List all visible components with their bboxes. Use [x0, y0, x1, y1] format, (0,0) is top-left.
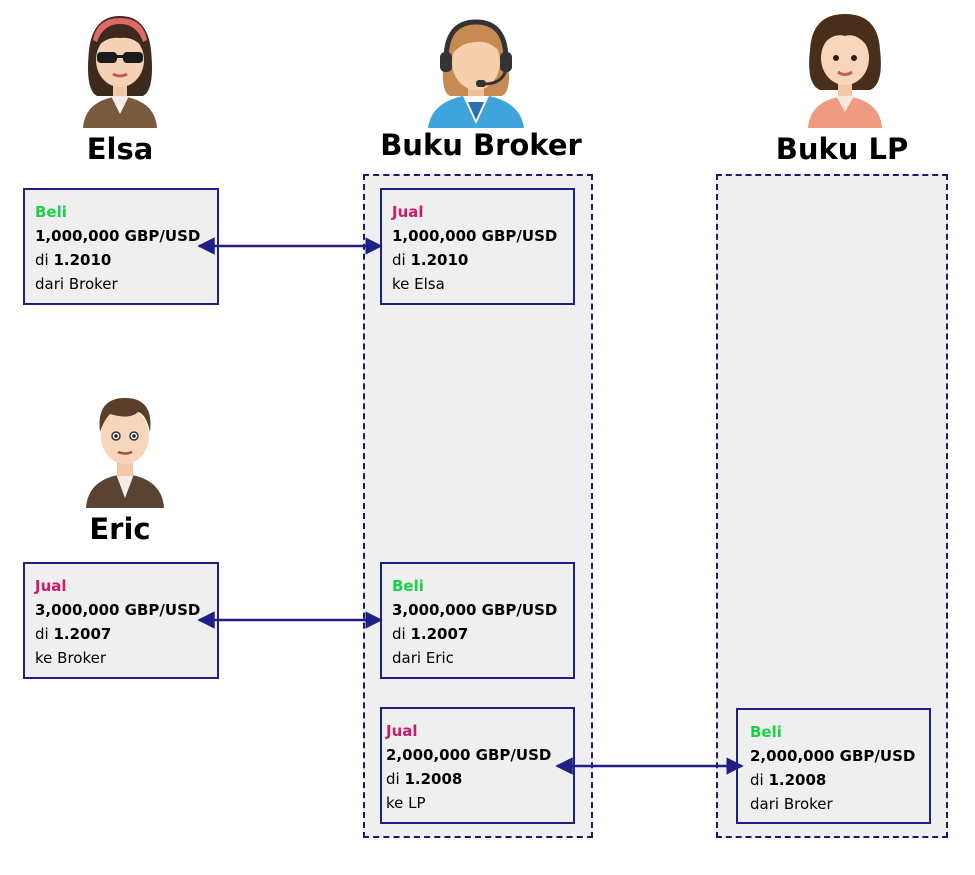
trade-rate: 1.2008: [768, 771, 827, 789]
trade-action: Jual: [386, 722, 418, 740]
trade-action: Beli: [392, 577, 424, 595]
rate-prefix: di: [35, 251, 49, 269]
elsa-name: Elsa: [86, 132, 154, 166]
elsa-trade-card: Beli 1,000,000 GBP/USD di 1.2010 dari Br…: [23, 188, 219, 305]
trade-amount: 2,000,000 GBP/USD: [750, 747, 916, 765]
lp-book-title: Buku LP: [775, 132, 909, 166]
eric-name: Eric: [89, 512, 151, 546]
trade-party: ke Elsa: [392, 275, 445, 293]
trade-party: dari Eric: [392, 649, 454, 667]
broker-elsa-card: Jual 1,000,000 GBP/USD di 1.2010 ke Elsa: [380, 188, 575, 305]
trade-party: ke Broker: [35, 649, 107, 667]
trade-action: Jual: [392, 203, 424, 221]
eric-trade-card: Jual 3,000,000 GBP/USD di 1.2007 ke Brok…: [23, 562, 219, 679]
broker-lp-card: Jual 2,000,000 GBP/USD di 1.2008 ke LP: [380, 707, 575, 824]
support-agent-headset-avatar-icon: [428, 19, 524, 128]
rate-prefix: di: [35, 625, 49, 643]
trade-amount: 3,000,000 GBP/USD: [35, 601, 201, 619]
man-avatar-icon: [86, 398, 164, 508]
trade-amount: 1,000,000 GBP/USD: [392, 227, 558, 245]
rate-prefix: di: [392, 625, 406, 643]
trade-rate: 1.2008: [404, 770, 463, 788]
rate-prefix: di: [392, 251, 406, 269]
broker-book-title: Buku Broker: [380, 128, 582, 162]
woman-avatar-icon: [808, 14, 882, 128]
rate-prefix: di: [386, 770, 400, 788]
trade-party: ke LP: [386, 794, 426, 812]
trade-action: Beli: [750, 723, 782, 741]
trade-action: Beli: [35, 203, 67, 221]
trade-amount: 1,000,000 GBP/USD: [35, 227, 201, 245]
trade-rate: 1.2007: [410, 625, 469, 643]
trade-amount: 2,000,000 GBP/USD: [386, 746, 552, 764]
trade-amount: 3,000,000 GBP/USD: [392, 601, 558, 619]
trade-rate: 1.2010: [53, 251, 112, 269]
trade-party: dari Broker: [750, 795, 833, 813]
trade-rate: 1.2010: [410, 251, 469, 269]
trade-party: dari Broker: [35, 275, 118, 293]
woman-sunglasses-avatar-icon: [83, 16, 157, 128]
trade-rate: 1.2007: [53, 625, 112, 643]
trade-action: Jual: [35, 577, 67, 595]
rate-prefix: di: [750, 771, 764, 789]
